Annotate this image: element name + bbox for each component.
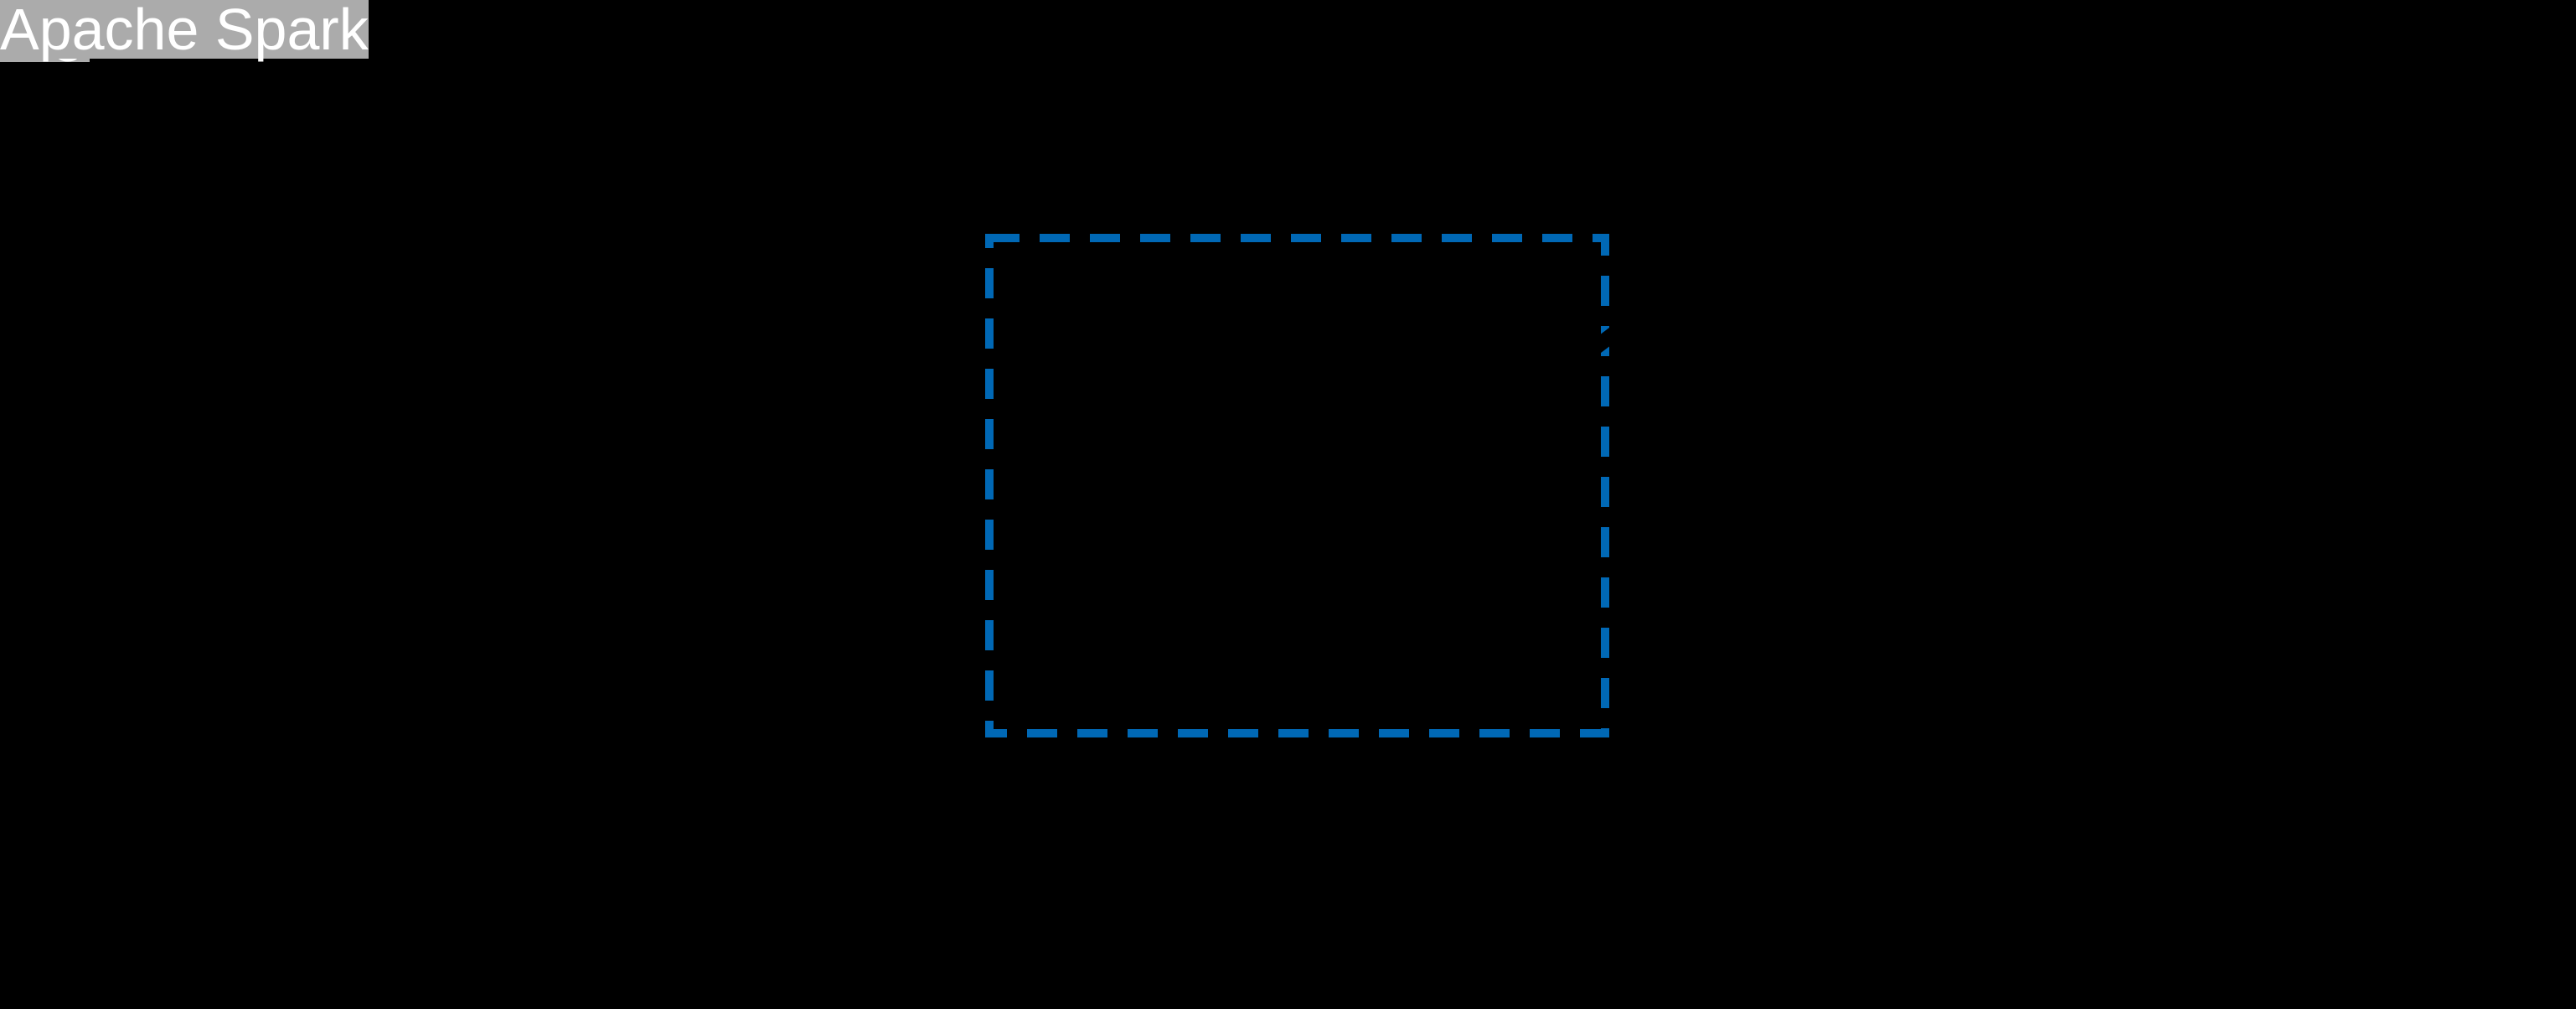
arrowhead-dot-app [1543, 383, 1555, 395]
apache-spark-label: Apache Spark [0, 0, 369, 62]
arrowhead-dot-sgx-enclave [518, 510, 529, 522]
sgx-enclave-dashed-border [985, 234, 1609, 737]
apache-spark-box: Apache Spark [0, 0, 369, 59]
connector-cut-lower [1618, 414, 1687, 459]
connector-cut-upper [1560, 273, 1691, 377]
